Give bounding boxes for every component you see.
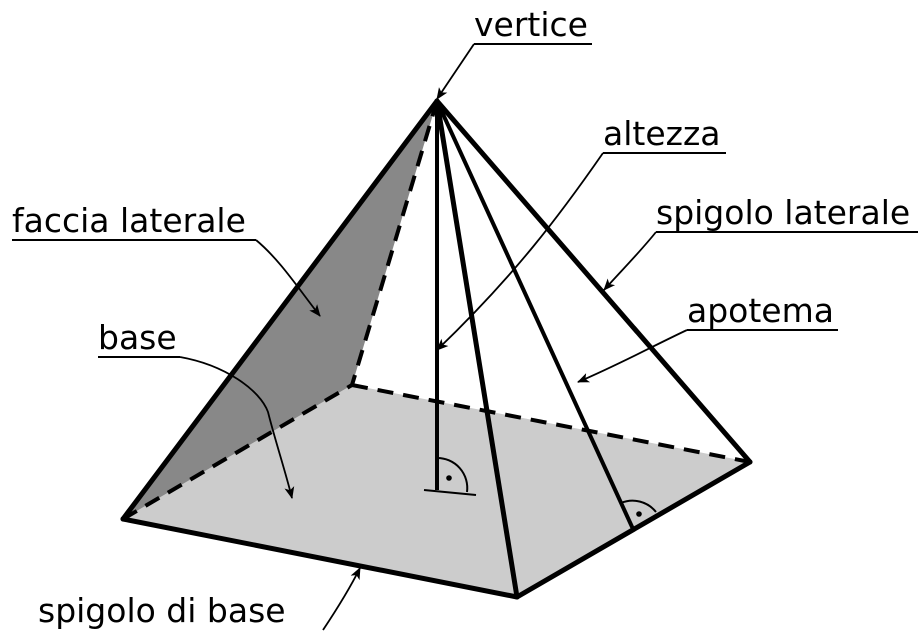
base-edge-front-left [120, 516, 520, 600]
vertex-pointer [436, 43, 475, 100]
lateral-edge-left [120, 98, 440, 522]
lateral-edge-pointer [603, 231, 657, 291]
apothem-pointer [577, 329, 688, 383]
height-foot [423, 489, 477, 496]
apothem-right-angle-dot [636, 511, 642, 517]
apothem-line [435, 100, 635, 530]
label-lateral-edge: spigolo laterale [656, 193, 910, 232]
hidden-base-edge-back [351, 383, 751, 464]
base-pointer [179, 356, 295, 499]
apothem-right-angle [620, 499, 657, 513]
label-base: base [98, 318, 177, 357]
base-edge-front-right [514, 459, 753, 600]
base-edge-pointer [322, 567, 361, 631]
height-pointer [436, 152, 604, 351]
height-right-angle [436, 456, 469, 493]
hidden-lateral-edge [350, 100, 439, 386]
lateral-edge-right [434, 98, 753, 465]
label-apothem: apotema [687, 291, 834, 330]
hidden-base-edge-left [121, 383, 354, 521]
label-base-edge: spigolo di base [38, 591, 286, 630]
label-lateral-face: faccia laterale [12, 201, 246, 240]
label-vertex: vertice [474, 5, 588, 44]
label-height: altezza [603, 114, 721, 153]
height-right-angle-dot [446, 475, 452, 481]
lateral-face-pointer [255, 239, 321, 317]
lateral-edge-front [434, 98, 520, 600]
